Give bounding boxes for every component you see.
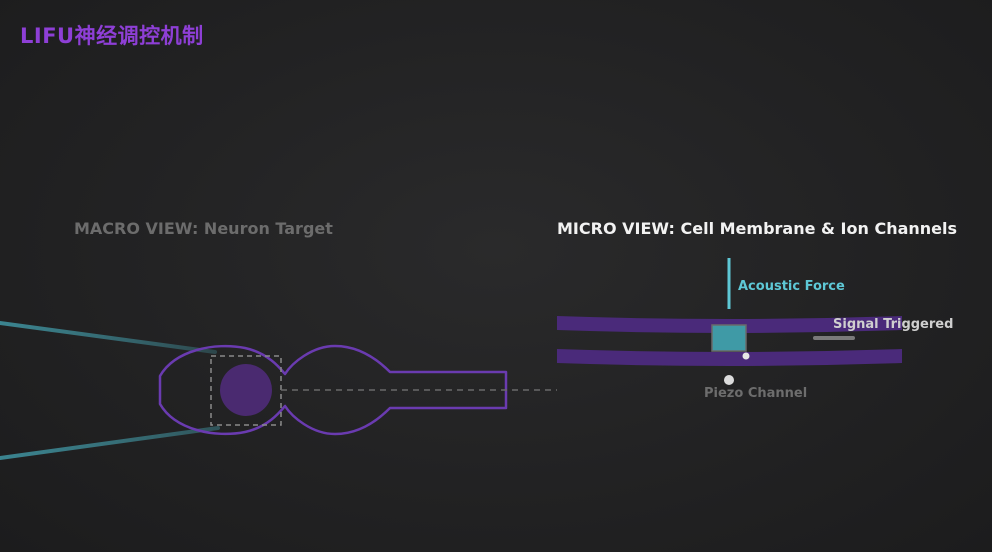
micro-view-label: MICRO VIEW: Cell Membrane & Ion Channels	[557, 219, 958, 238]
membrane-inner-layer	[557, 349, 902, 366]
neuron-outline	[158, 344, 508, 436]
neuron-shape	[158, 344, 557, 436]
piezo-channel	[711, 324, 747, 352]
macro-view-label: MACRO VIEW: Neuron Target	[74, 219, 333, 238]
zoom-region-box	[210, 355, 282, 426]
signal-triggered-label: Signal Triggered	[833, 317, 954, 332]
ultrasound-beams	[0, 321, 220, 460]
ultrasound-beam-lower	[0, 426, 220, 460]
acoustic-force-label: Acoustic Force	[738, 279, 845, 294]
piezo-channel-marker	[724, 375, 734, 385]
ultrasound-beam-upper	[0, 321, 217, 354]
neuron-nucleus	[220, 364, 272, 416]
page-title: LIFU神经调控机制	[20, 24, 204, 48]
ion-particle	[742, 352, 750, 360]
piezo-channel-label: Piezo Channel	[704, 386, 808, 401]
cell-membrane	[557, 258, 902, 385]
